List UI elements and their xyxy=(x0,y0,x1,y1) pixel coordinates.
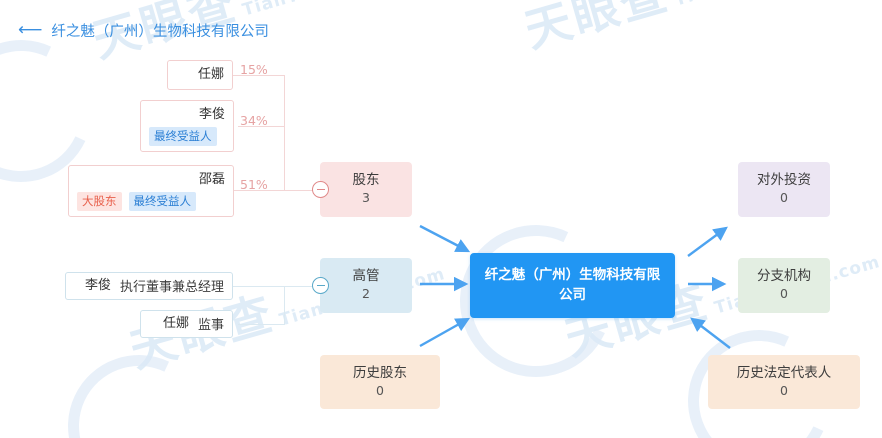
major-shareholder-tag: 大股东 xyxy=(77,192,122,212)
connector-line xyxy=(232,75,284,76)
connector-line xyxy=(284,286,320,287)
executive-role: 执行董事兼总经理 xyxy=(119,280,224,295)
shareholder-group-node[interactable]: 股东 3 xyxy=(320,162,412,217)
minus-circle-icon[interactable] xyxy=(312,181,329,198)
shareholder-name: 任娜 xyxy=(197,66,224,82)
company-node[interactable]: 纤之魅（广州）生物科技有限公司 xyxy=(470,253,675,318)
outbound-investment-count: 0 xyxy=(780,190,788,206)
watermark-text: 天眼查 xyxy=(518,0,676,59)
arrow-shareholder-to-company xyxy=(419,224,471,253)
shareholder-card[interactable]: 任娜 xyxy=(167,60,233,90)
connector-line xyxy=(228,286,284,287)
history-shareholder-node[interactable]: 历史股东 0 xyxy=(320,355,440,409)
page-title[interactable]: 纤之魅（广州）生物科技有限公司 xyxy=(51,24,269,40)
branch-office-label: 分支机构 xyxy=(757,268,811,285)
arrow-history-legal-rep-to-company xyxy=(690,317,731,349)
shareholder-percent: 34% xyxy=(240,113,268,128)
breadcrumb[interactable]: ⟵ 纤之魅（广州）生物科技有限公司 xyxy=(18,20,269,41)
company-name: 纤之魅（广州）生物科技有限公司 xyxy=(484,266,661,303)
connector-line xyxy=(228,190,284,191)
connector-line xyxy=(284,286,285,325)
connector-line xyxy=(284,190,320,191)
shareholder-group-label: 股东 xyxy=(352,172,380,189)
history-legal-rep-node[interactable]: 历史法定代表人 0 xyxy=(708,355,860,409)
branch-office-count: 0 xyxy=(780,286,788,302)
history-shareholder-count: 0 xyxy=(376,382,384,398)
arrow-exec-to-company xyxy=(420,276,469,292)
executive-name: 李俊 xyxy=(84,277,111,293)
executive-group-label: 高管 xyxy=(352,268,380,285)
beneficiary-tag: 最终受益人 xyxy=(128,192,196,212)
arrow-company-to-invest xyxy=(687,226,728,257)
shareholder-card[interactable]: 李俊 最终受益人 xyxy=(140,100,234,152)
shareholder-percent: 15% xyxy=(240,62,268,77)
outbound-investment-node[interactable]: 对外投资 0 xyxy=(738,162,830,217)
shareholder-card[interactable]: 邵磊 大股东 最终受益人 xyxy=(68,165,234,217)
executive-card[interactable]: 任娜 监事 xyxy=(140,310,233,338)
watermark-subtext: TianYanCha.com xyxy=(672,0,842,11)
connector-line xyxy=(238,324,284,325)
shareholder-percent: 51% xyxy=(240,177,268,192)
arrow-company-to-branch xyxy=(688,276,727,292)
executive-name: 任娜 xyxy=(162,315,189,331)
executive-group-count: 2 xyxy=(362,286,370,302)
beneficiary-tag: 最终受益人 xyxy=(149,127,217,147)
shareholder-group-count: 3 xyxy=(362,190,370,206)
minus-circle-icon[interactable] xyxy=(312,277,329,294)
watermark-subtext: TianYanCha.com xyxy=(240,0,410,21)
history-legal-rep-label: 历史法定代表人 xyxy=(736,364,832,381)
shareholder-name: 李俊 xyxy=(198,106,225,122)
executive-card[interactable]: 李俊 执行董事兼总经理 xyxy=(65,272,233,300)
connector-line xyxy=(284,75,285,191)
history-shareholder-label: 历史股东 xyxy=(353,364,407,381)
shareholder-name: 邵磊 xyxy=(198,171,225,187)
history-legal-rep-count: 0 xyxy=(780,382,788,398)
executive-group-node[interactable]: 高管 2 xyxy=(320,258,412,313)
branch-office-node[interactable]: 分支机构 0 xyxy=(738,258,830,313)
connector-line xyxy=(238,126,284,127)
outbound-investment-label: 对外投资 xyxy=(757,172,811,189)
arrow-history-shareholder-to-company xyxy=(419,317,471,348)
executive-role: 监事 xyxy=(197,318,224,333)
back-arrow-icon[interactable]: ⟵ xyxy=(18,20,43,40)
